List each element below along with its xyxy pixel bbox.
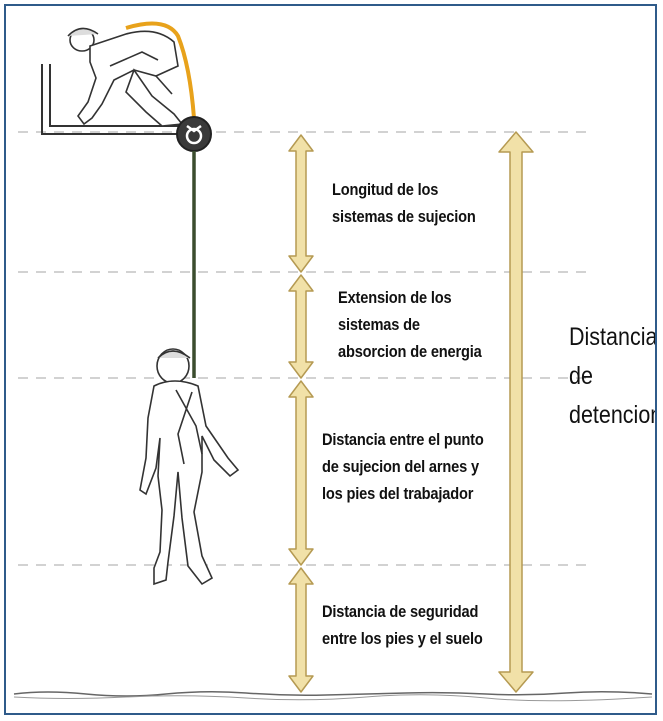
arrow-segment-4 (288, 567, 314, 693)
worker-hanging-figure (139, 348, 240, 586)
arrow-segment-2 (288, 274, 314, 379)
platform-edge (41, 64, 192, 135)
worker-crouching-figure (67, 27, 184, 127)
lanyard-line (125, 21, 196, 119)
ground-line (13, 690, 653, 697)
label-anchor-to-lanyard-length: Longitud de los sistemas de sujecion (332, 180, 476, 226)
label-safety-distance-to-ground: Distancia de seguridad entre los pies y … (322, 602, 483, 648)
arrow-segment-3 (288, 380, 314, 566)
arrow-segment-1 (288, 134, 314, 273)
reference-lines (18, 131, 591, 566)
label-total-stopping-distance: Distancia de detencion (569, 323, 657, 429)
arrow-total-distance (498, 131, 534, 693)
segment-arrows (288, 134, 314, 693)
anchor-device-icon (176, 116, 212, 152)
diagram-frame: Longitud de los sistemas de sujecion Ext… (4, 4, 657, 715)
label-energy-absorber-extension: Extension de los sistemas de absorcion d… (338, 288, 482, 361)
fall-clearance-diagram (13, 21, 653, 702)
label-harness-to-feet-distance: Distancia entre el punto de sujecion del… (322, 430, 484, 503)
